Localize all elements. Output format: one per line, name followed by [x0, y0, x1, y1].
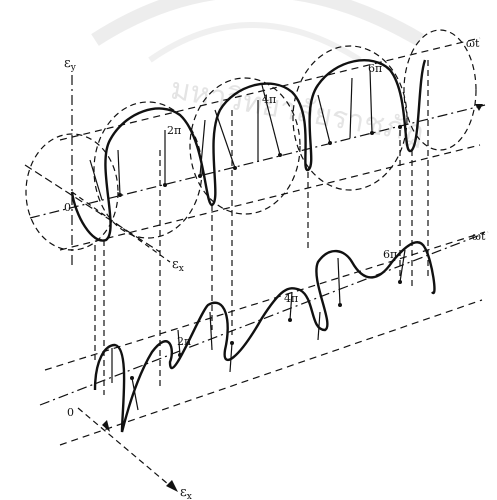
wt-label-lower: ωt — [472, 230, 486, 243]
ex-axis-upper — [71, 191, 171, 263]
ex-label-upper: εx — [172, 257, 184, 274]
arrowhead-upper — [475, 104, 483, 111]
helix-curve — [70, 59, 427, 242]
tick-lower-2pi: 2π — [177, 335, 191, 348]
tick-upper-0: 0 — [64, 201, 71, 214]
watermark-seal: มหาวิทยาลัยราชภัฏ — [91, 0, 427, 150]
origin-circle — [25, 133, 119, 251]
tick-upper-2pi: 2π — [167, 124, 181, 137]
watermark-text: มหาวิทยาลัยราชภัฏ — [168, 71, 427, 150]
arrowhead-lower — [166, 480, 178, 492]
tick-upper-4pi: 4π — [262, 93, 276, 106]
tick-lower-4pi: 4π — [284, 292, 298, 305]
tick-upper-6pi: 6π — [368, 62, 382, 75]
tick-lower-6pi: 6π — [383, 248, 397, 261]
sine-curve — [93, 241, 436, 433]
ex-axis-lower — [77, 407, 176, 491]
tick-lower-0: 0 — [67, 406, 74, 419]
arrowhead-ex — [102, 420, 110, 432]
ey-label: εy — [64, 56, 77, 73]
ex-label-lower: εx — [180, 485, 192, 500]
wt-axis-lower — [39, 231, 489, 406]
wt-label-upper: ωt — [466, 37, 480, 50]
